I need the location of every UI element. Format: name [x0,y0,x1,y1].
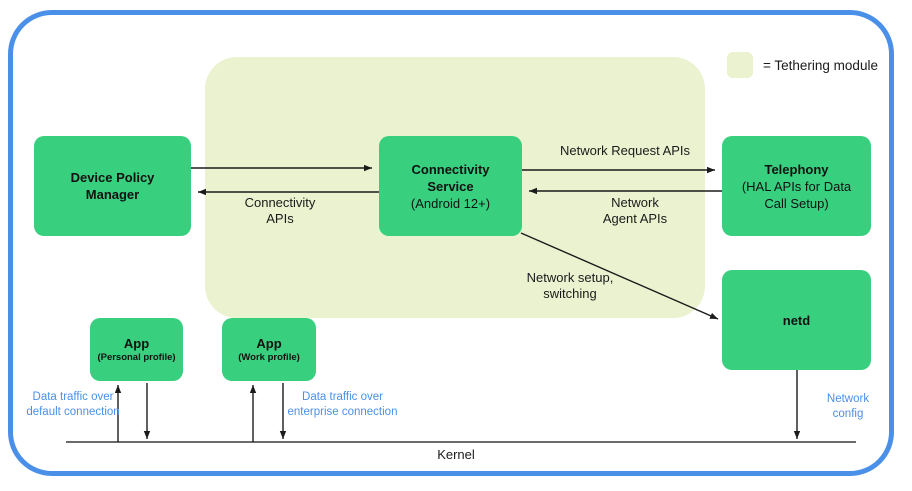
node-title-line2: Service [427,178,474,194]
edge-label-network-request-apis: Network Request APIs [559,143,691,158]
node-title: Device Policy [70,170,155,185]
node-title: App [123,335,150,351]
kernel-label: Kernel [437,447,475,462]
legend-swatch-icon [727,52,753,78]
node-subtitle: (HAL APIs for Data [741,178,852,194]
node-app-personal-profile[interactable]: App (Personal profile) [90,318,183,381]
node-subtitle-line2: Call Setup) [764,195,829,211]
node-title: netd [782,312,811,328]
edge-label-connectivity-apis: Connectivity APIs [244,195,316,226]
edge-label-network-config: Network config [826,393,870,420]
node-netd[interactable]: netd [722,270,871,370]
node-device-policy-manager[interactable]: Device Policy Manager [34,136,191,236]
node-subtitle: (Android 12+) [410,195,491,211]
node-title: Connectivity [411,161,490,177]
legend: = Tethering module [727,52,878,78]
outer-frame-border [8,10,894,476]
node-title: App [256,335,282,351]
edge-label-data-traffic-enterprise: Data traffic over enterprise connection [287,391,398,418]
edge-label-network-setup-switching: Network setup, switching [526,270,614,301]
node-title-line2: Manager [85,187,140,202]
node-connectivity-service[interactable]: Connectivity Service (Android 12+) [379,136,522,236]
node-telephony[interactable]: Telephony (HAL APIs for Data Call Setup) [722,136,871,236]
node-title: Telephony [764,161,829,177]
node-subtitle: (Personal profile) [97,351,176,363]
legend-label: = Tethering module [763,57,878,73]
edge-label-network-agent-apis: Network Agent APIs [602,195,668,226]
node-subtitle: (Work profile) [238,351,300,363]
edge-label-data-traffic-default: Data traffic over default connection [26,391,120,418]
node-app-work-profile[interactable]: App (Work profile) [222,318,316,381]
